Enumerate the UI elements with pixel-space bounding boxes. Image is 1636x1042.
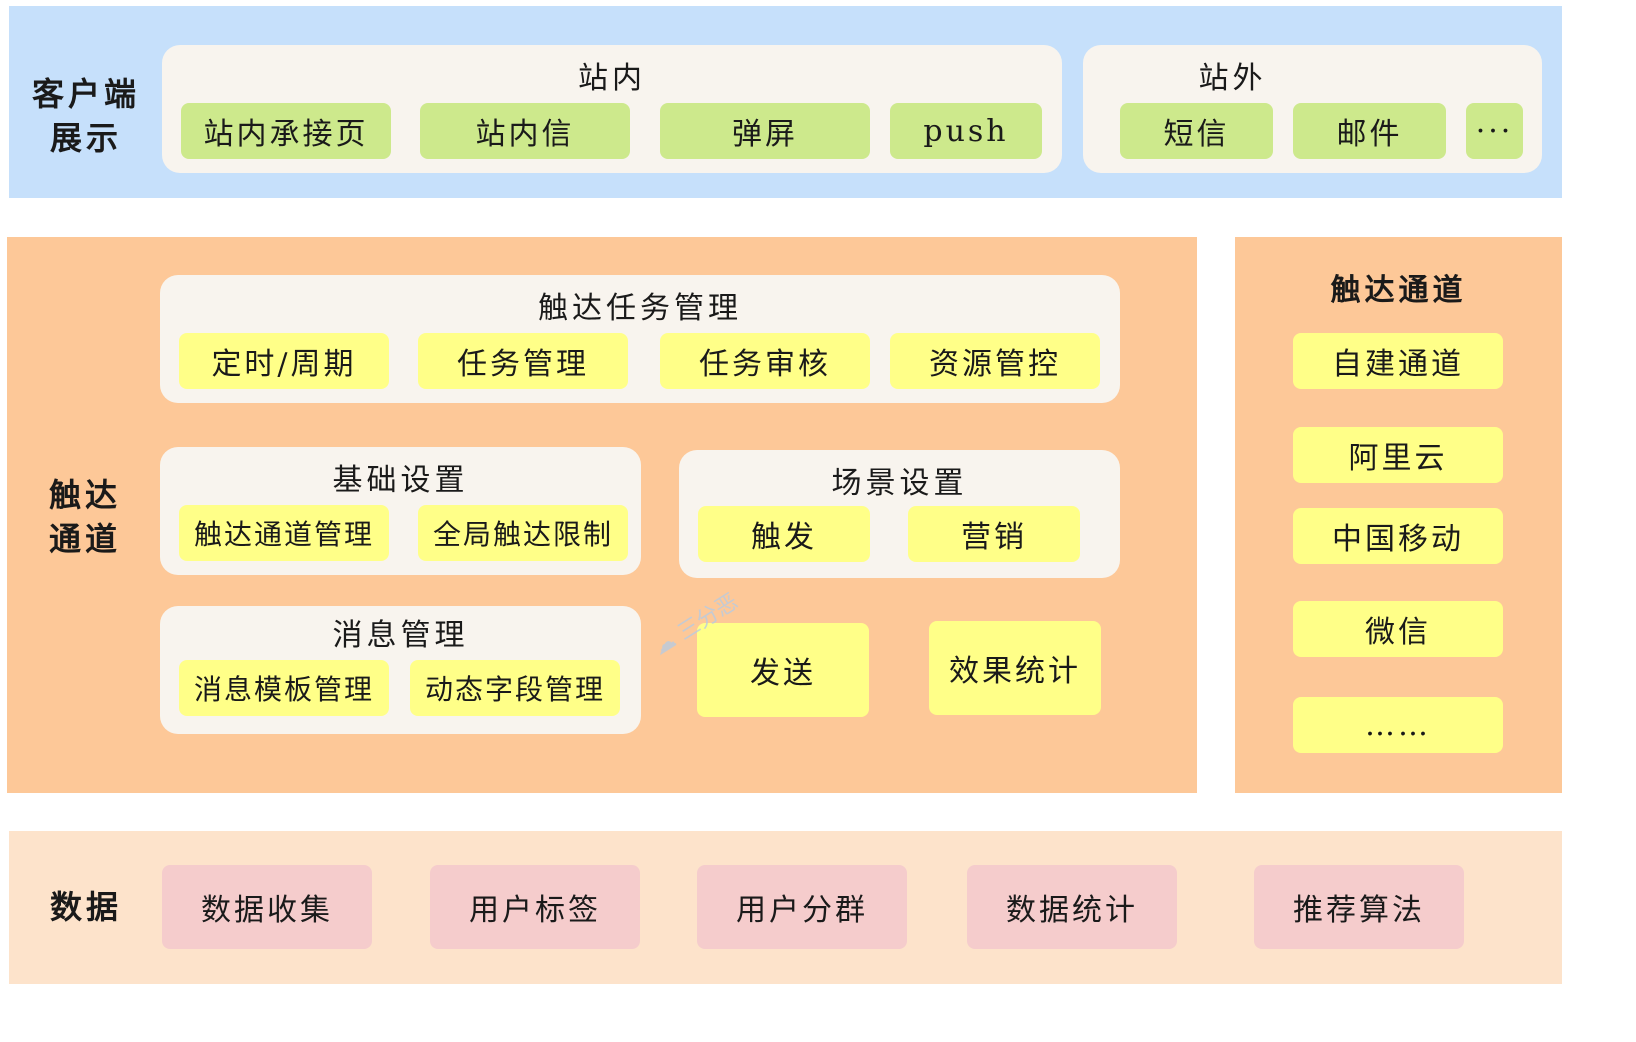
more-offsite[interactable]: ··· bbox=[1466, 103, 1523, 159]
effect-stats[interactable]: 效果统计 bbox=[929, 621, 1101, 715]
task-mgmt-panel: 触达任务管理 定时/周期 任务管理 任务审核 资源管控 bbox=[160, 275, 1120, 403]
task-mgmt-title: 触达任务管理 bbox=[538, 291, 742, 326]
resource-control[interactable]: 资源管控 bbox=[890, 333, 1100, 389]
reach-layer-label: 触达 通道 bbox=[48, 476, 121, 558]
onsite-message[interactable]: 站内信 bbox=[420, 103, 630, 159]
client-layer-label: 客户端 展示 bbox=[31, 75, 140, 157]
trigger[interactable]: 触发 bbox=[698, 506, 870, 562]
wechat[interactable]: 微信 bbox=[1293, 601, 1503, 657]
onsite-landing-page[interactable]: 站内承接页 bbox=[181, 103, 391, 159]
user-segmentation[interactable]: 用户分群 bbox=[697, 865, 907, 949]
self-built-channel[interactable]: 自建通道 bbox=[1293, 333, 1503, 389]
aliyun[interactable]: 阿里云 bbox=[1293, 427, 1503, 483]
task-review[interactable]: 任务审核 bbox=[660, 333, 870, 389]
global-reach-limit[interactable]: 全局触达限制 bbox=[418, 505, 628, 561]
sms[interactable]: 短信 bbox=[1120, 103, 1273, 159]
dynamic-field-manage[interactable]: 动态字段管理 bbox=[410, 660, 620, 716]
popup-screen[interactable]: 弹屏 bbox=[660, 103, 870, 159]
schedule-period[interactable]: 定时/周期 bbox=[179, 333, 389, 389]
marketing[interactable]: 营销 bbox=[908, 506, 1080, 562]
basic-settings-title: 基础设置 bbox=[332, 463, 469, 498]
message-mgmt-panel: 消息管理 消息模板管理 动态字段管理 bbox=[160, 606, 641, 734]
data-layer-label: 数据 bbox=[49, 888, 122, 926]
scene-settings-panel: 场景设置 触发 营销 bbox=[679, 450, 1120, 578]
basic-settings-panel: 基础设置 触达通道管理 全局触达限制 bbox=[160, 447, 641, 575]
reach-channels-layer: 触达通道 自建通道 阿里云 中国移动 微信 …… bbox=[1235, 237, 1562, 793]
user-tags[interactable]: 用户标签 bbox=[430, 865, 640, 949]
more-channels[interactable]: …… bbox=[1293, 697, 1503, 753]
offsite-panel: 站外 短信 邮件 ··· bbox=[1083, 45, 1542, 173]
scene-settings-title: 场景设置 bbox=[831, 466, 968, 501]
data-layer: 数据 数据收集 用户标签 用户分群 数据统计 推荐算法 bbox=[9, 831, 1562, 984]
china-mobile[interactable]: 中国移动 bbox=[1293, 508, 1503, 564]
onsite-title: 站内 bbox=[578, 61, 646, 96]
wechat-icon: ☁ bbox=[648, 628, 681, 661]
offsite-title: 站外 bbox=[1198, 61, 1267, 96]
push[interactable]: push bbox=[890, 103, 1042, 159]
reach-layer: 触达 通道 触达任务管理 定时/周期 任务管理 任务审核 资源管控 基础设置 触… bbox=[7, 237, 1197, 793]
onsite-panel: 站内 站内承接页 站内信 弹屏 push bbox=[162, 45, 1062, 173]
message-mgmt-title: 消息管理 bbox=[332, 618, 469, 653]
task-manage[interactable]: 任务管理 bbox=[418, 333, 628, 389]
send[interactable]: 发送 bbox=[697, 623, 869, 717]
data-statistics[interactable]: 数据统计 bbox=[967, 865, 1177, 949]
template-manage[interactable]: 消息模板管理 bbox=[179, 660, 389, 716]
client-layer: 客户端 展示 站内 站内承接页 站内信 弹屏 push 站外 短信 邮件 ··· bbox=[9, 6, 1562, 198]
channels-title: 触达通道 bbox=[1330, 273, 1467, 308]
recommendation-algorithm[interactable]: 推荐算法 bbox=[1254, 865, 1464, 949]
email[interactable]: 邮件 bbox=[1293, 103, 1446, 159]
data-collection[interactable]: 数据收集 bbox=[162, 865, 372, 949]
channel-manage[interactable]: 触达通道管理 bbox=[179, 505, 389, 561]
